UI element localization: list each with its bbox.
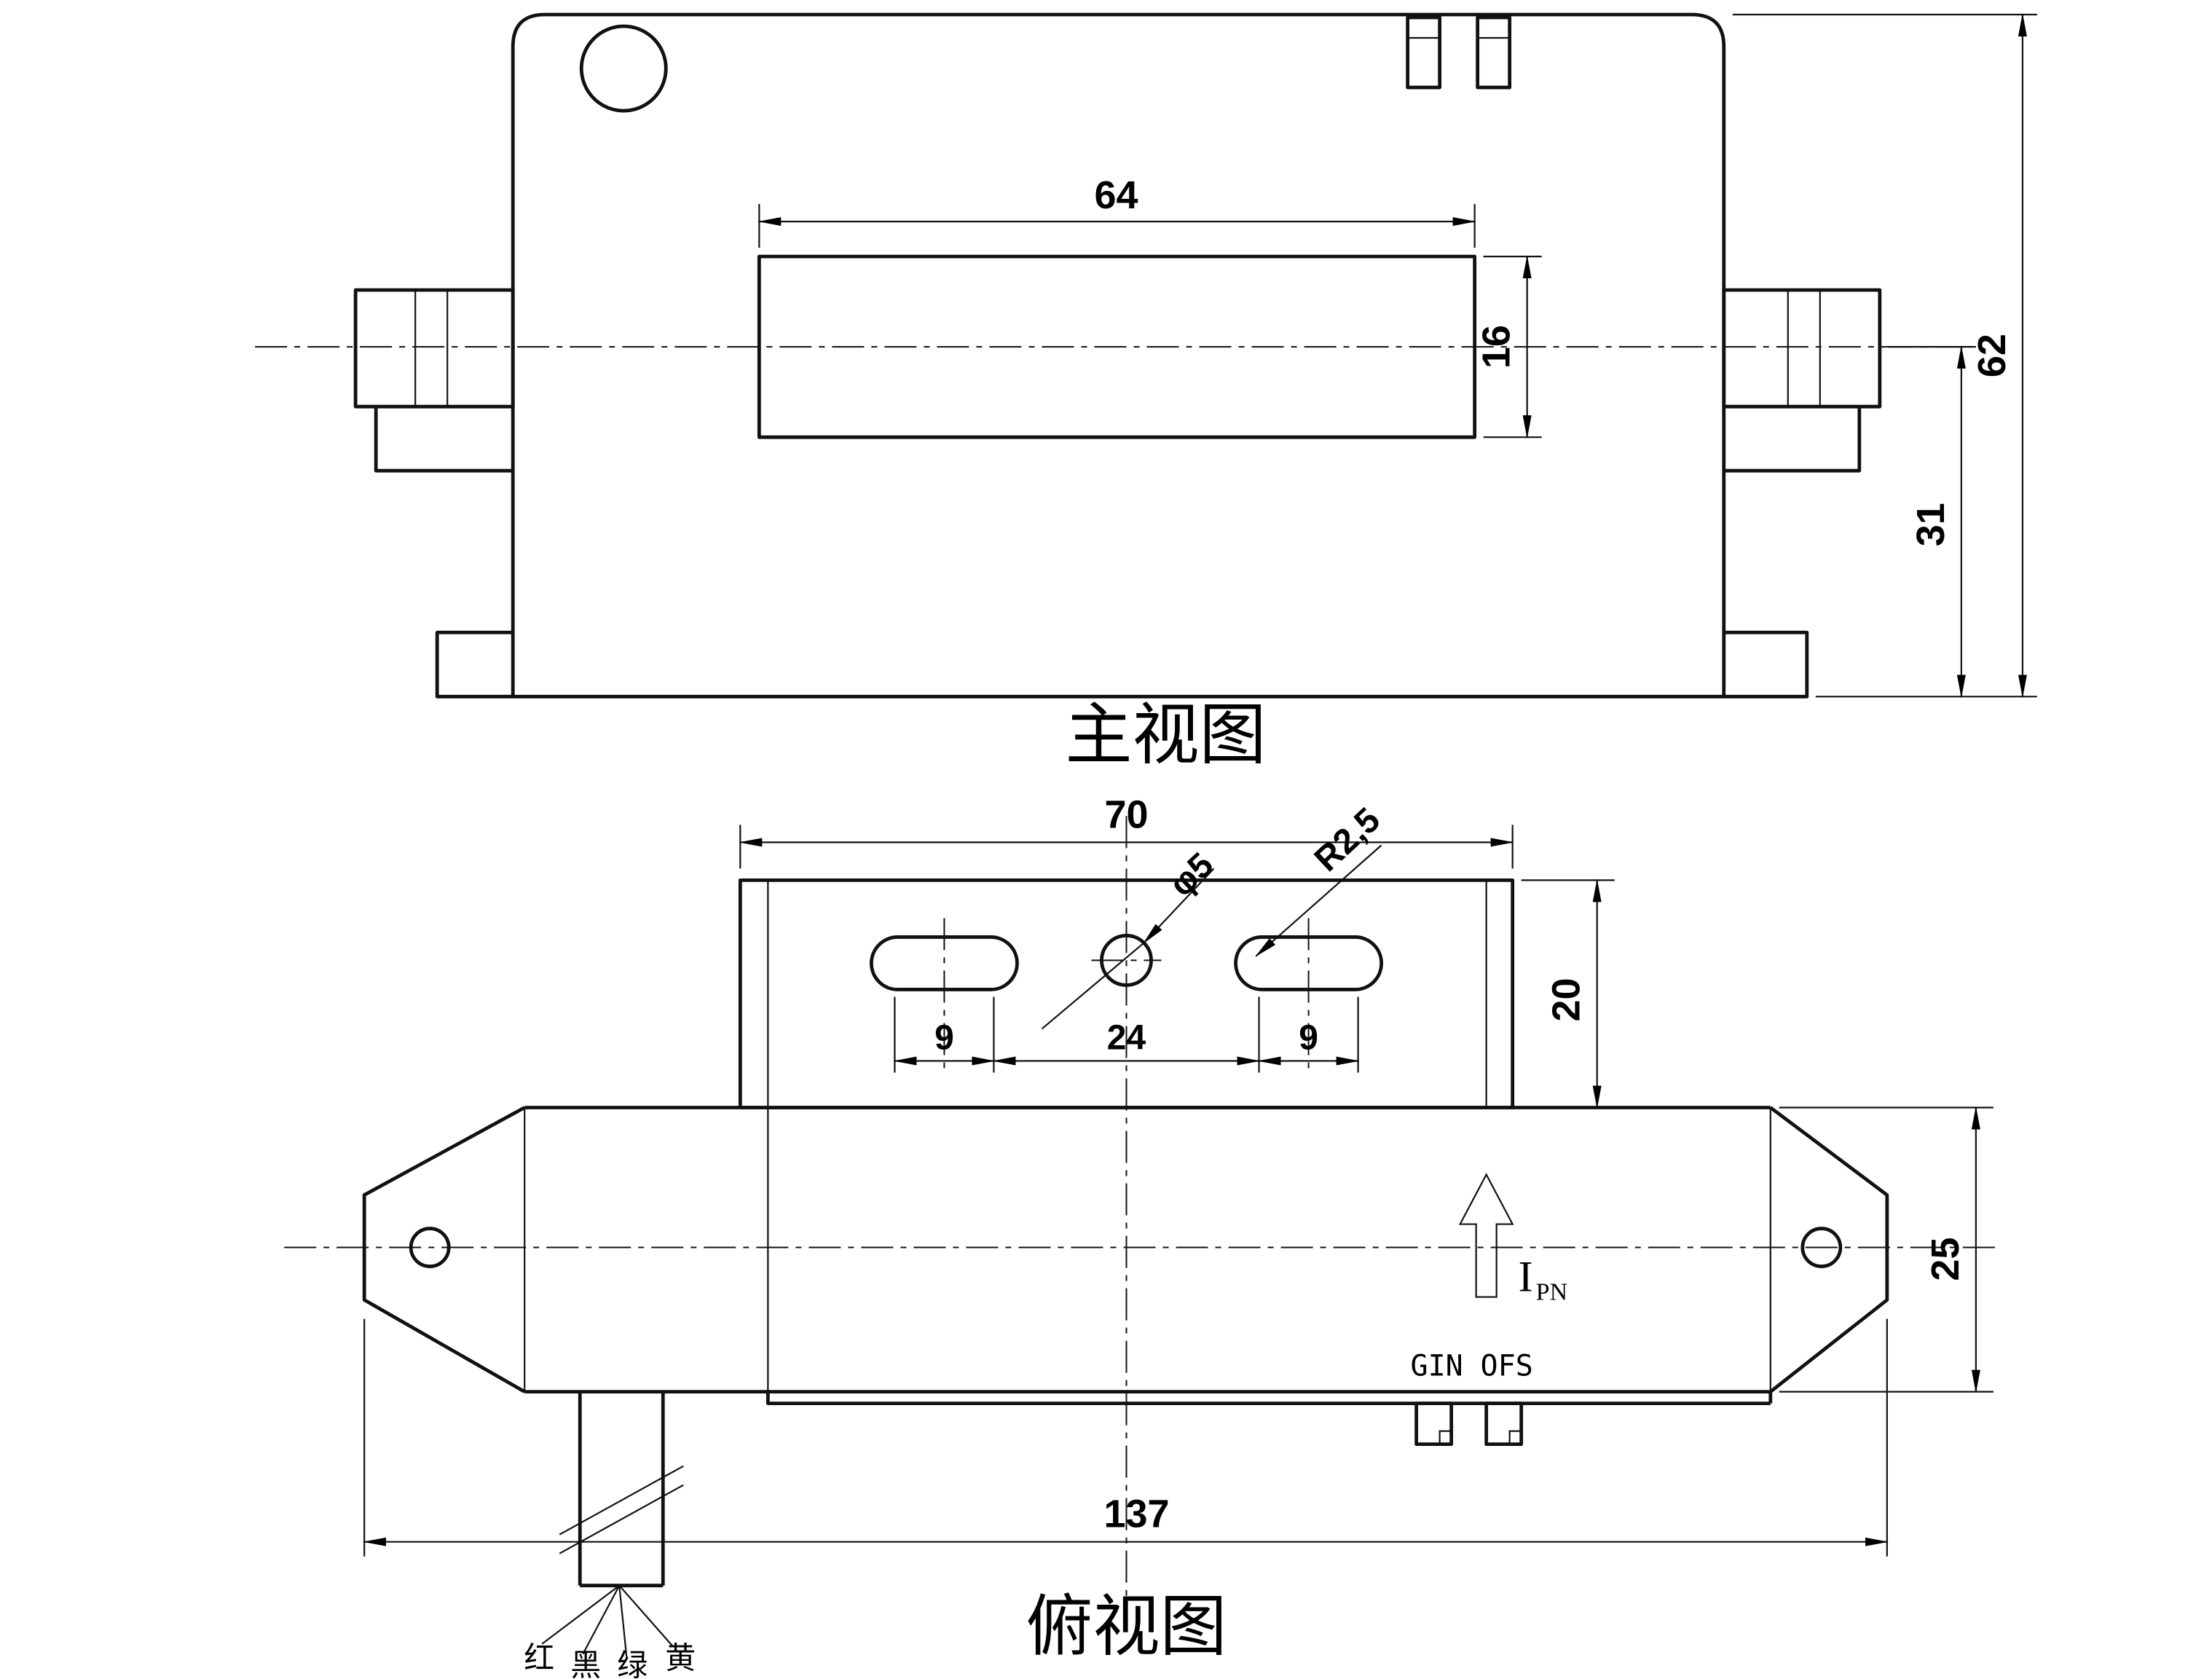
wire-label-yellow: 黄 (665, 1640, 696, 1676)
corner-hole (579, 24, 668, 113)
body-bar: I PN GIN OFS 红 黑 绿 黄 (362, 1106, 1889, 1679)
front-pins (1406, 15, 1512, 90)
front-dimensions: 64 16 62 31 (757, 13, 2037, 699)
bottom-pins (1414, 1401, 1524, 1447)
slot-radius-label: R2,5 (1307, 801, 1388, 879)
flange-dimensions: 70 φ5 R2,5 9 24 9 20 (739, 793, 1615, 1109)
wire-label-red: 红 (524, 1640, 554, 1676)
front-view-title: 主视图 (1065, 696, 1266, 774)
top-view: 70 φ5 R2,5 9 24 9 20 (284, 793, 1999, 1679)
front-view: 64 16 62 31 主视图 (255, 12, 2037, 774)
left-clamp (353, 288, 515, 473)
dim-slot-left: 9 (934, 1018, 954, 1057)
dim-window-height: 16 (1475, 325, 1519, 369)
dim-base-height: 31 (1909, 503, 1953, 546)
dim-flange-depth: 20 (1545, 978, 1589, 1021)
pin-label-gin: GIN (1411, 1350, 1463, 1383)
dim-total-height: 62 (1970, 334, 2014, 377)
pin-label-ofs: OFS (1481, 1350, 1533, 1383)
body-dimensions: 137 25 (363, 1106, 1993, 1557)
dim-total-length: 137 (1103, 1493, 1169, 1536)
cable (559, 1391, 684, 1588)
right-ear-hole (1800, 1227, 1843, 1268)
right-slot (1234, 935, 1383, 991)
dim-window-width: 64 (1094, 173, 1138, 217)
wire-label-green: 绿 (617, 1648, 648, 1679)
left-slot (870, 935, 1019, 991)
current-sub-label: PN (1536, 1279, 1567, 1306)
front-view-outline (353, 12, 1882, 699)
wire-leaders (541, 1584, 674, 1657)
current-arrow-icon (1458, 1173, 1514, 1298)
right-clamp (1722, 288, 1882, 473)
current-label: I (1519, 1253, 1533, 1301)
wire-label-black: 黑 (570, 1648, 601, 1679)
top-view-title: 俯视图 (1026, 1588, 1227, 1666)
hole-diameter-label: φ5 (1162, 846, 1221, 904)
dim-slot-right: 9 (1299, 1018, 1318, 1057)
dim-bar-width: 25 (1924, 1238, 1967, 1281)
